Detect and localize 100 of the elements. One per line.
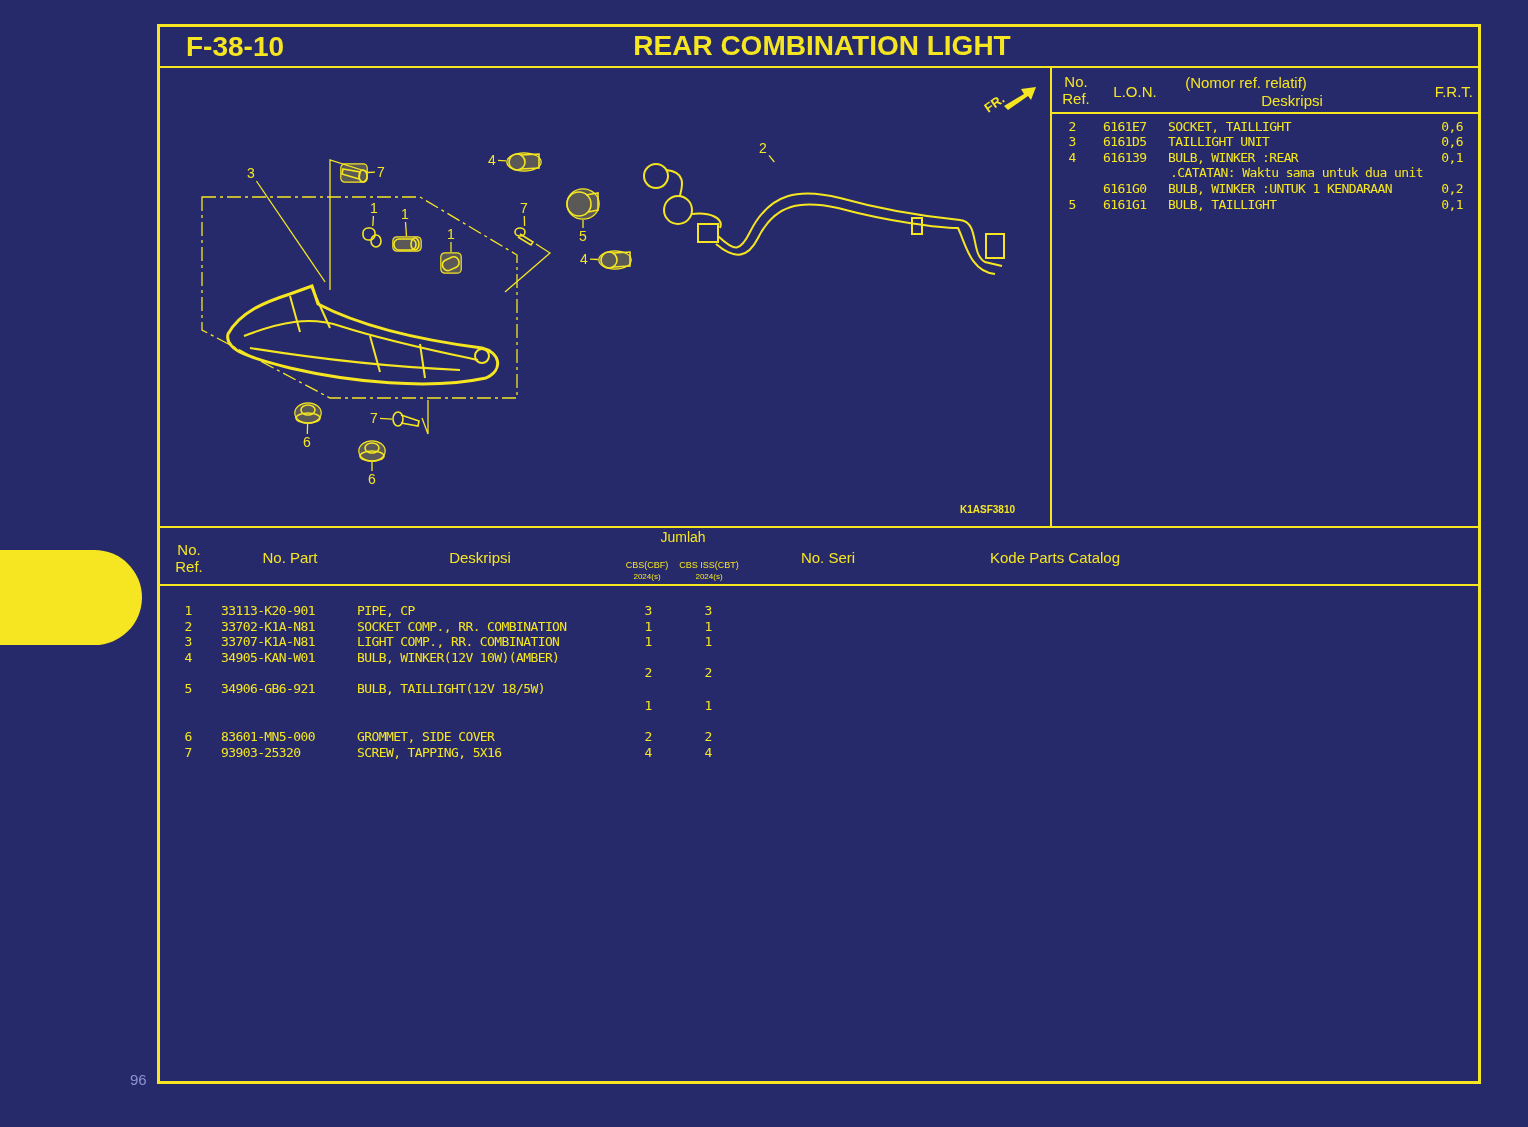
table-cell: 6161D5 (1103, 135, 1147, 148)
column-header: 2024(s) (695, 573, 723, 582)
table-cell: 34905-KAN-W01 (221, 651, 315, 664)
column-header: CBS ISS(CBT) (679, 561, 739, 571)
table-cell: 2 (184, 620, 192, 633)
table-cell: 5 (1068, 198, 1076, 211)
table-cell: 2 (1068, 120, 1076, 133)
screw-drawing (392, 410, 422, 430)
callout-number: 4 (578, 251, 590, 267)
table-cell: LIGHT COMP., RR. COMBINATION (357, 635, 560, 648)
screw-drawing (514, 226, 536, 246)
column-header: Deskripsi (1261, 93, 1323, 110)
column-header: (Nomor ref. relatif) (1185, 75, 1307, 92)
table-cell: 2 (704, 666, 712, 679)
table-cell: 1 (704, 699, 712, 712)
table-cell: 2 (704, 730, 712, 743)
leader-line (306, 423, 309, 435)
callout-number: 1 (368, 200, 380, 216)
pipe-drawing (360, 226, 384, 248)
table-cell: 6161G0 (1103, 182, 1147, 195)
table-cell: 3 (644, 604, 652, 617)
table-cell: 0,6 (1441, 120, 1463, 133)
callout-number: 7 (375, 164, 387, 180)
callout-number: 6 (301, 434, 313, 450)
table-cell: GROMMET, SIDE COVER (357, 730, 495, 743)
leader-line (379, 417, 393, 420)
table-cell: 93903-25320 (221, 746, 301, 759)
side-tab (0, 550, 142, 645)
table-cell: 1 (644, 699, 652, 712)
table-cell: 6 (184, 730, 192, 743)
table-note: .CATATAN: Waktu sama untuk dua unit (1170, 166, 1423, 179)
table-cell: 6161G1 (1103, 198, 1147, 211)
column-header: Deskripsi (449, 550, 511, 567)
table-cell: 0,1 (1441, 151, 1463, 164)
table-cell: PIPE, CP (357, 604, 415, 617)
callout-number: 6 (366, 471, 378, 487)
table-cell: 1 (644, 635, 652, 648)
table-cell: 83601-MN5-000 (221, 730, 315, 743)
table-cell: 616139 (1103, 151, 1147, 164)
table-cell: 6161E7 (1103, 120, 1147, 133)
column-header: 2024(s) (633, 573, 661, 582)
table-cell: SOCKET, TAILLIGHT (1168, 120, 1291, 133)
table-cell: BULB, TAILLIGHT(12V 18/5W) (357, 682, 545, 695)
table-cell: SOCKET COMP., RR. COMBINATION (357, 620, 567, 633)
table-cell: 1 (644, 620, 652, 633)
table-cell: 1 (704, 635, 712, 648)
grommet-drawing (294, 402, 322, 424)
callout-number: 2 (757, 140, 769, 156)
screw-drawing (340, 163, 368, 183)
leader-line (589, 258, 599, 261)
column-header: L.O.N. (1113, 84, 1157, 101)
leader-line (582, 219, 584, 229)
leader-line (497, 159, 507, 162)
callout-number: 1 (445, 226, 457, 242)
leader-line (367, 171, 376, 174)
table-cell: BULB, TAILLIGHT (1168, 198, 1277, 211)
table-cell: 4 (704, 746, 712, 759)
drawing-code: K1ASF3810 (960, 505, 1016, 515)
bulb-drawing (506, 152, 542, 172)
table-cell: SCREW, TAPPING, 5X16 (357, 746, 502, 759)
table-cell: 2 (644, 666, 652, 679)
callout-number: 7 (518, 200, 530, 216)
leader-line (372, 215, 375, 227)
column-header: No. Seri (800, 550, 856, 567)
table-cell: BULB, WINKER(12V 10W)(AMBER) (357, 651, 560, 664)
callout-number: 4 (486, 152, 498, 168)
leader-line (450, 241, 452, 253)
leader-line (371, 461, 373, 472)
leader-line (523, 215, 526, 227)
table-cell: 4 (184, 651, 192, 664)
callout-number: 1 (399, 206, 411, 222)
table-cell: 3 (1068, 135, 1076, 148)
table-cell: 33707-K1A-N81 (221, 635, 315, 648)
table-cell: 4 (1068, 151, 1076, 164)
column-header: CBS(CBF) (625, 561, 669, 571)
table-cell: 2 (644, 730, 652, 743)
bulb-drawing (566, 188, 600, 220)
leader-line (255, 180, 326, 283)
table-cell: 33702-K1A-N81 (221, 620, 315, 633)
pipe-drawing (392, 236, 422, 252)
callout-number: 7 (368, 410, 380, 426)
table-cell: BULB, WINKER :REAR (1168, 151, 1299, 164)
table-cell: 3 (184, 635, 192, 648)
callout-number: 5 (577, 228, 589, 244)
column-header: Kode Parts Catalog (989, 550, 1121, 567)
table-cell: TAILLIGHT UNIT (1168, 135, 1270, 148)
column-header: No. Ref. (1061, 74, 1091, 107)
table-cell: 0,2 (1441, 182, 1463, 195)
table-cell: 0,6 (1441, 135, 1463, 148)
table-cell: 1 (704, 620, 712, 633)
bulb-drawing (598, 250, 632, 270)
table-cell: BULB, WINKER :UNTUK 1 KENDARAAN (1168, 182, 1393, 195)
grommet-drawing (358, 440, 386, 462)
section-code: F-38-10 (186, 33, 285, 61)
table-cell: 0,1 (1441, 198, 1463, 211)
column-header: No. Ref. (174, 542, 204, 575)
page-number: 96 (130, 1072, 147, 1087)
table-cell: 3 (704, 604, 712, 617)
table-cell: 5 (184, 682, 192, 695)
table-cell: 34906-GB6-921 (221, 682, 315, 695)
